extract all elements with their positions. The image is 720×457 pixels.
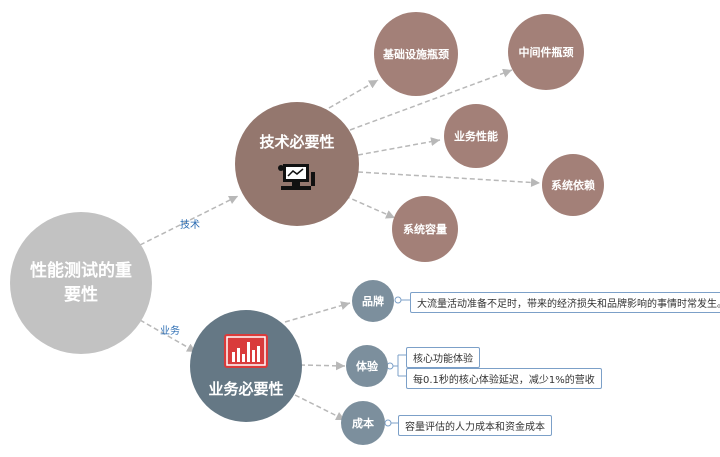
link-root-business: [139, 319, 197, 353]
note-experience-latency: 每0.1秒的核心体验延迟，减少1%的营收: [406, 368, 602, 389]
link-tech-middleware: [349, 68, 513, 131]
tech-child-dependency[interactable]: 系统依赖: [542, 154, 604, 216]
biz-child-brand[interactable]: 品牌: [352, 280, 394, 322]
link-tech-infra: [321, 79, 379, 113]
tech-necessity-node[interactable]: 技术必要性: [235, 102, 359, 226]
note-cost: 容量评估的人力成本和资金成本: [398, 415, 552, 436]
link-biz-cost: [294, 394, 346, 421]
tech-child-capacity[interactable]: 系统容量: [392, 196, 458, 262]
root-node[interactable]: 性能测试的重要性: [10, 212, 152, 354]
business-label: 业务必要性: [208, 379, 284, 398]
business-necessity-node[interactable]: 业务必要性: [190, 310, 302, 422]
link-root-tech: [139, 195, 239, 246]
tech-child-middleware[interactable]: 中间件瓶颈: [508, 14, 584, 90]
bar-chart-icon: [224, 333, 268, 372]
note-experience-core: 核心功能体验: [406, 347, 480, 368]
link-biz-brand: [284, 301, 351, 323]
link-tech-bizperf: [357, 137, 441, 156]
biz-child-cost[interactable]: 成本: [341, 401, 385, 445]
biz-child-experience[interactable]: 体验: [346, 345, 388, 387]
link-biz-experience: [299, 361, 346, 371]
edge-label-business: 业务: [160, 326, 180, 337]
tech-child-bizperf[interactable]: 业务性能: [444, 104, 508, 168]
link-tech-capacity: [344, 195, 396, 219]
workstation-icon: [277, 160, 317, 198]
link-tech-dependency: [357, 171, 541, 187]
root-label: 性能测试的重要性: [30, 261, 132, 305]
tech-label: 技术必要性: [259, 132, 335, 151]
tech-child-infra[interactable]: 基础设施瓶颈: [374, 12, 458, 96]
edge-label-tech: 技术: [180, 220, 200, 231]
note-brand: 大流量活动准备不足时，带来的经济损失和品牌影响的事情时常发生。: [410, 292, 720, 313]
